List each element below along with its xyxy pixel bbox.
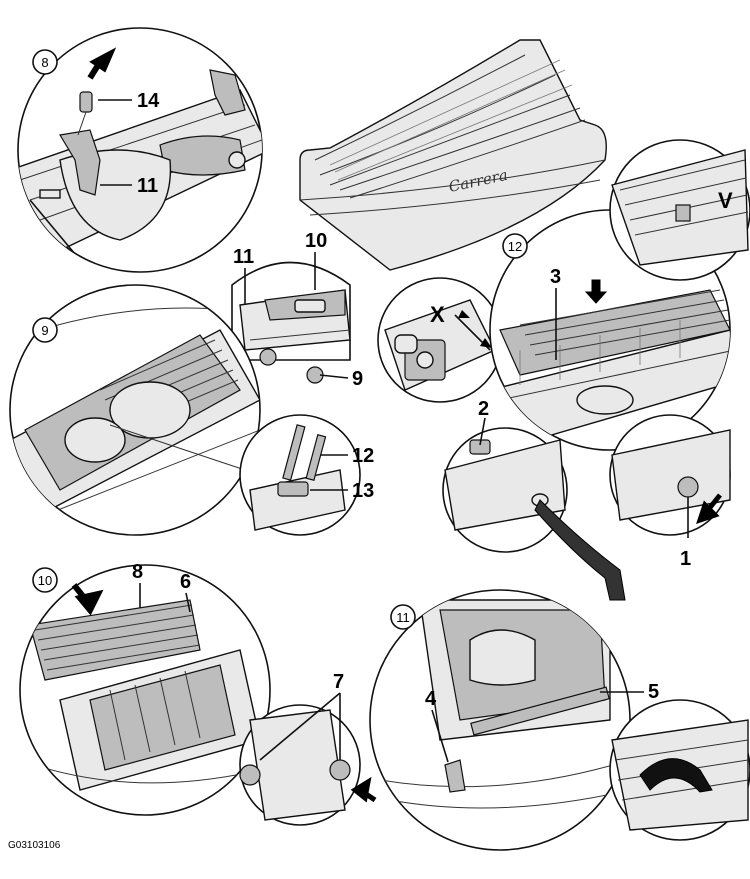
grommet-part-7 (329, 759, 351, 781)
step-11-badge (390, 604, 416, 630)
svg-text:9: 9 (41, 323, 48, 338)
rotate-arrow-icon (639, 758, 713, 793)
clip-part-2 (469, 439, 491, 455)
svg-text:8: 8 (41, 55, 48, 70)
cap-part-1 (677, 476, 699, 498)
arrow-icon (350, 776, 377, 803)
detail-part-5-inset (609, 699, 750, 841)
arrow-icon (87, 47, 117, 80)
deck-lid-main: Carrera (299, 39, 607, 271)
svg-text:14: 14 (137, 90, 160, 112)
screw-part-12 (282, 424, 306, 481)
svg-text:3: 3 (550, 266, 561, 288)
detail-step-10: 10 8 6 (19, 561, 271, 816)
arrow-icon (696, 493, 722, 524)
svg-text:1: 1 (680, 548, 691, 570)
svg-text:6: 6 (180, 571, 191, 593)
svg-text:V: V (718, 188, 733, 213)
grille-part-3 (499, 289, 730, 376)
svg-text:X: X (430, 302, 445, 327)
svg-text:9: 9 (352, 368, 363, 390)
grille-part-8 (29, 599, 201, 681)
svg-text:10: 10 (38, 573, 52, 588)
detail-x: X (377, 277, 503, 403)
hex-key-tool (534, 499, 626, 601)
hinge-part-11 (59, 129, 101, 196)
svg-text:13: 13 (352, 480, 374, 502)
svg-text:11: 11 (137, 175, 158, 197)
detail-part-2: 2 (442, 398, 626, 601)
arrow-down-icon (584, 279, 608, 304)
svg-text:11: 11 (396, 610, 410, 625)
step-10-badge (32, 567, 58, 593)
detail-part-7: 7 (239, 671, 377, 826)
svg-text:5: 5 (648, 681, 659, 703)
arrow-icon (71, 583, 104, 616)
detail-step-11: 11 4 5 (369, 589, 659, 851)
detail-step-8: 8 14 11 (17, 27, 263, 273)
step-8-badge (32, 49, 58, 75)
figure-id: G03103106 (8, 840, 61, 851)
svg-text:8: 8 (132, 561, 143, 583)
detail-part-1: 1 (609, 414, 731, 570)
detail-v: V (609, 139, 750, 281)
bolt-part-14 (79, 91, 93, 113)
detail-parts-12-13: 12 13 (239, 414, 374, 536)
svg-text:11: 11 (233, 246, 254, 268)
fastener-part-4 (444, 759, 466, 793)
svg-text:12: 12 (508, 239, 522, 254)
svg-text:10: 10 (305, 230, 327, 252)
svg-text:12: 12 (352, 445, 374, 467)
svg-text:2: 2 (478, 398, 489, 420)
clip-part-13 (277, 481, 309, 497)
detail-step-9: 9 (9, 284, 261, 536)
svg-text:4: 4 (425, 688, 437, 710)
detail-step-12: 12 3 (489, 209, 731, 451)
detail-parts-10-11: 11 10 9 (231, 230, 363, 390)
step-12-badge (502, 233, 528, 259)
step-9-badge (32, 317, 58, 343)
trim-part-5 (470, 686, 610, 736)
svg-text:7: 7 (333, 671, 344, 693)
